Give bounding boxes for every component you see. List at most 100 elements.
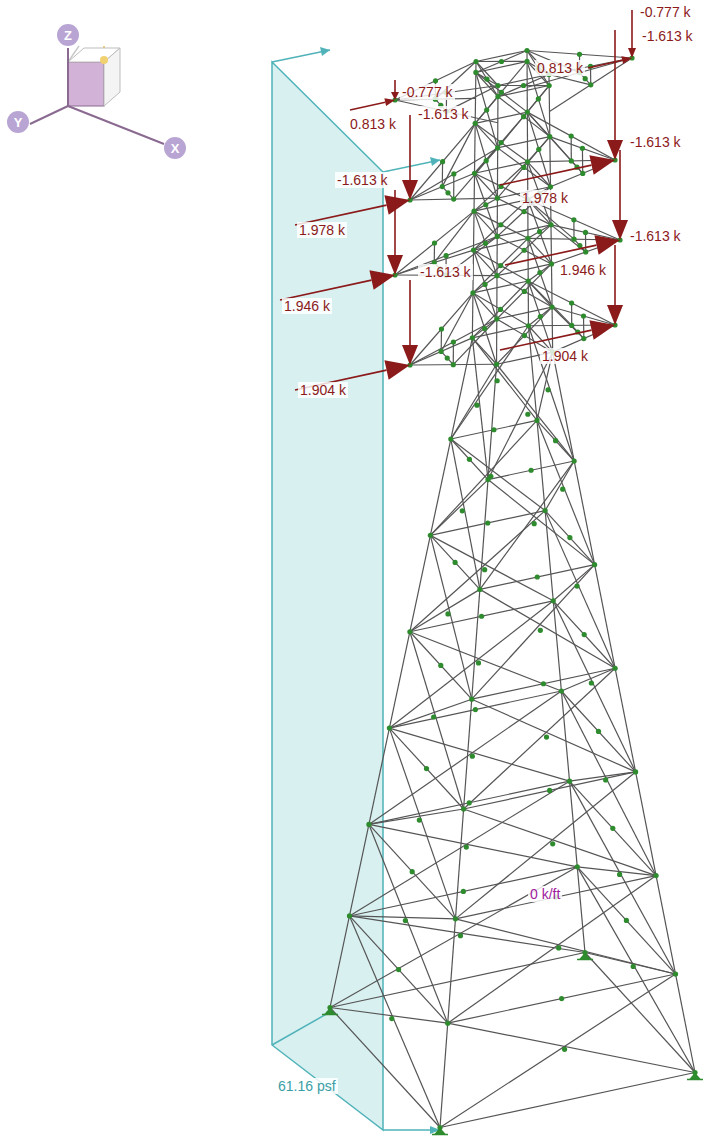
joint-dot (653, 873, 658, 878)
truss-member (571, 136, 572, 161)
joint-dot (583, 249, 588, 254)
truss-member (561, 668, 615, 691)
joint-dot (610, 826, 615, 831)
joint-dot (631, 964, 636, 969)
truss-member (561, 691, 635, 772)
truss-member (497, 264, 552, 319)
joint-dot (569, 323, 574, 328)
support-base (322, 1014, 338, 1016)
truss-member (473, 211, 475, 250)
load-label: -1.613 k (628, 228, 683, 244)
truss-member (430, 535, 553, 600)
truss-member (549, 75, 591, 85)
joint-dot (445, 355, 450, 360)
truss-member (527, 112, 571, 161)
joint-dot (521, 83, 526, 88)
truss-member (464, 809, 656, 876)
joint-dot (547, 788, 552, 793)
truss-member (527, 112, 615, 160)
truss-member (656, 876, 675, 974)
truss-member (570, 781, 657, 875)
joint-dot (451, 197, 456, 202)
truss-member (472, 668, 615, 699)
joint-dot (470, 335, 475, 340)
load-arrow (614, 30, 616, 140)
joint-dot (407, 629, 412, 634)
joint-dot (567, 535, 572, 540)
joint-dot (537, 270, 542, 275)
joint-dot (453, 560, 458, 565)
load-arrowhead (387, 255, 403, 275)
truss-member (472, 589, 480, 699)
joint-dot (389, 1016, 394, 1021)
load-label: 0.813 k (348, 116, 398, 132)
wind-panel (272, 47, 440, 1134)
joint-dot (589, 680, 594, 685)
load-arrow (500, 330, 592, 350)
joint-dot (471, 209, 476, 214)
truss-member (410, 123, 475, 200)
joint-dot (549, 261, 554, 266)
truss-member (349, 781, 569, 916)
joint-dot (451, 362, 456, 367)
joint-dot (495, 234, 500, 239)
joint-dot (525, 412, 530, 417)
joint-dot (541, 681, 546, 686)
truss-member (551, 264, 553, 307)
joint-dot (521, 165, 526, 170)
joint-dot (347, 913, 352, 918)
load-arrowhead (621, 56, 632, 64)
joint-dot (522, 333, 527, 338)
truss-member (453, 342, 454, 365)
joint-dot (440, 184, 445, 189)
truss-member (349, 916, 440, 1128)
truss-member (473, 276, 497, 293)
joint-dot (491, 427, 496, 432)
truss-member (476, 72, 498, 85)
joint-dot (467, 800, 472, 805)
truss-member (527, 58, 632, 87)
load-arrow (614, 245, 616, 305)
truss-member (349, 916, 455, 919)
joint-dot (567, 779, 572, 784)
joint-dot (476, 660, 481, 665)
truss-member (451, 439, 488, 480)
load-arrow (280, 280, 372, 300)
joint-dot (525, 110, 530, 115)
joint-dot (536, 96, 541, 101)
truss-member (410, 148, 498, 200)
truss-member (451, 439, 545, 511)
joint-dot (444, 253, 449, 258)
truss-member (496, 276, 497, 319)
truss-member (590, 66, 591, 85)
joint-dot (464, 844, 469, 849)
truss-member (488, 461, 574, 480)
joint-dot (432, 240, 437, 245)
truss-member (430, 439, 450, 535)
joint-dot (581, 336, 586, 341)
joint-dot (553, 438, 558, 443)
joint-dot (551, 598, 556, 603)
joint-dot (495, 378, 500, 383)
load-label: -1.613 k (335, 172, 390, 188)
joint-dot (522, 248, 527, 253)
joint-dot (521, 209, 526, 214)
truss-member (448, 876, 656, 1024)
load-arrow (409, 280, 411, 345)
truss-member (496, 236, 497, 275)
truss-member (453, 319, 497, 365)
joint-dot (484, 107, 489, 112)
truss-member (528, 281, 572, 325)
axis-circle: X (164, 137, 186, 159)
joint-dot (396, 967, 401, 972)
support-symbol (689, 1073, 701, 1080)
tower-members (330, 51, 695, 1128)
truss-member (410, 319, 497, 365)
joint-dot (387, 725, 392, 730)
load-label: -0.777 k (400, 84, 455, 100)
truss-member (430, 480, 488, 536)
pressure-label: 61.16 psf (276, 1078, 338, 1094)
truss-member (349, 916, 447, 1023)
truss-member (577, 867, 585, 953)
truss-member (577, 867, 695, 1073)
